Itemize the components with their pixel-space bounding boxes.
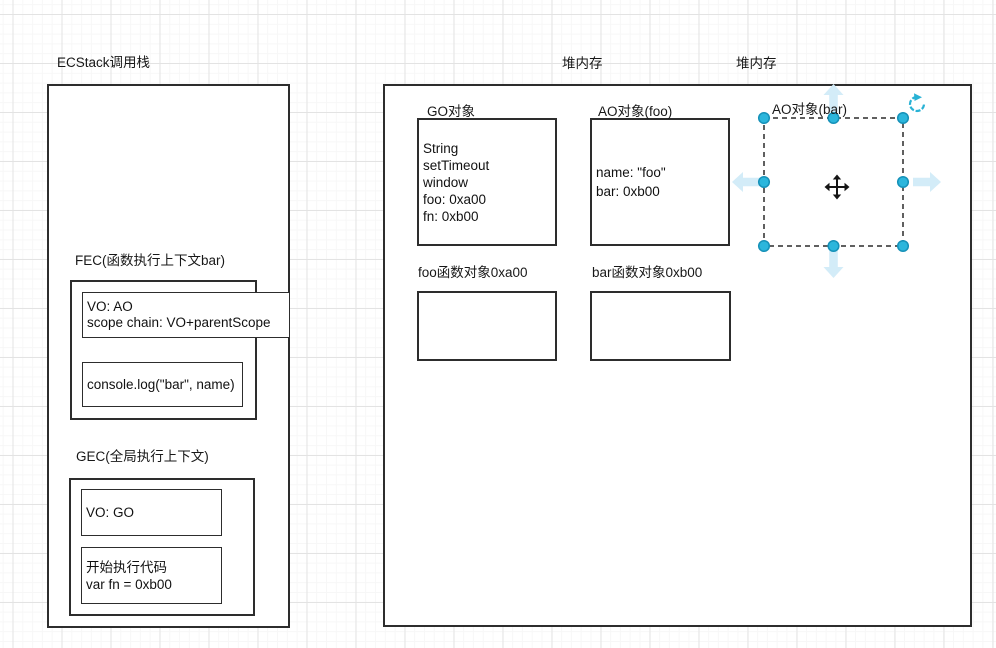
heap-title-left[interactable]: 堆内存 [562, 56, 603, 71]
go-object-box[interactable]: String setTimeout window foo: 0xa00 fn: … [417, 118, 557, 246]
go-object-label[interactable]: GO对象 [427, 104, 476, 119]
ao-foo-line: name: "foo" [596, 165, 666, 180]
selection-handle-w[interactable] [757, 175, 771, 189]
go-line: setTimeout [423, 157, 490, 173]
gec-code-line1: 开始执行代码 [86, 559, 167, 575]
gec-label[interactable]: GEC(全局执行上下文) [76, 449, 209, 464]
clone-arrow-up-icon[interactable] [823, 84, 844, 112]
ao-foo-label[interactable]: AO对象(foo) [598, 104, 673, 119]
selection-handle-n[interactable] [827, 111, 840, 125]
ecstack-title[interactable]: ECStack调用栈 [57, 55, 151, 70]
clone-arrow-right-icon[interactable] [913, 172, 941, 192]
selection-handle-nw[interactable] [757, 111, 771, 125]
gec-vo-line1: VO: GO [86, 505, 135, 520]
foo-fn-box[interactable] [417, 291, 557, 361]
go-line: foo: 0xa00 [423, 191, 487, 207]
fec-code-line: console.log("bar", name) [87, 377, 235, 392]
fec-vo-line1: VO: AO [87, 299, 133, 314]
bar-fn-label[interactable]: bar函数对象0xb00 [592, 265, 703, 280]
ao-bar-label[interactable]: AO对象(bar) [772, 102, 848, 117]
fec-label[interactable]: FEC(函数执行上下文bar) [75, 253, 226, 268]
foo-fn-label[interactable]: foo函数对象0xa00 [418, 265, 528, 280]
selection-handle-e[interactable] [896, 175, 910, 189]
clone-arrow-down-icon[interactable] [823, 250, 844, 278]
rotate-icon[interactable] [908, 93, 926, 113]
selection-handle-s[interactable] [827, 239, 840, 253]
selection-handle-ne[interactable] [896, 111, 910, 125]
selection-handle-se[interactable] [896, 239, 910, 253]
gec-code-line2: var fn = 0xb00 [86, 576, 172, 592]
fec-vo-line2: scope chain: VO+parentScope [87, 315, 271, 330]
selection-overlay [732, 84, 941, 278]
clone-arrow-left-icon[interactable] [732, 172, 760, 192]
gec-vo-box[interactable]: VO: GO [81, 489, 222, 536]
ao-bar-rect[interactable] [763, 117, 904, 247]
move-cross-icon [824, 174, 850, 200]
heap-title-right[interactable]: 堆内存 [736, 56, 777, 71]
selection-handle-sw[interactable] [757, 239, 771, 253]
fec-code-box[interactable]: console.log("bar", name) [82, 362, 243, 407]
fec-vo-box[interactable]: VO: AO scope chain: VO+parentScope [82, 292, 290, 338]
gec-code-box[interactable]: 开始执行代码 var fn = 0xb00 [81, 547, 222, 604]
go-line: String [423, 140, 459, 156]
bar-fn-box[interactable] [590, 291, 731, 361]
go-line: window [423, 174, 469, 190]
go-line: fn: 0xb00 [423, 208, 479, 224]
ao-foo-box[interactable]: name: "foo" bar: 0xb00 [590, 118, 730, 246]
ao-foo-line: bar: 0xb00 [596, 184, 660, 199]
